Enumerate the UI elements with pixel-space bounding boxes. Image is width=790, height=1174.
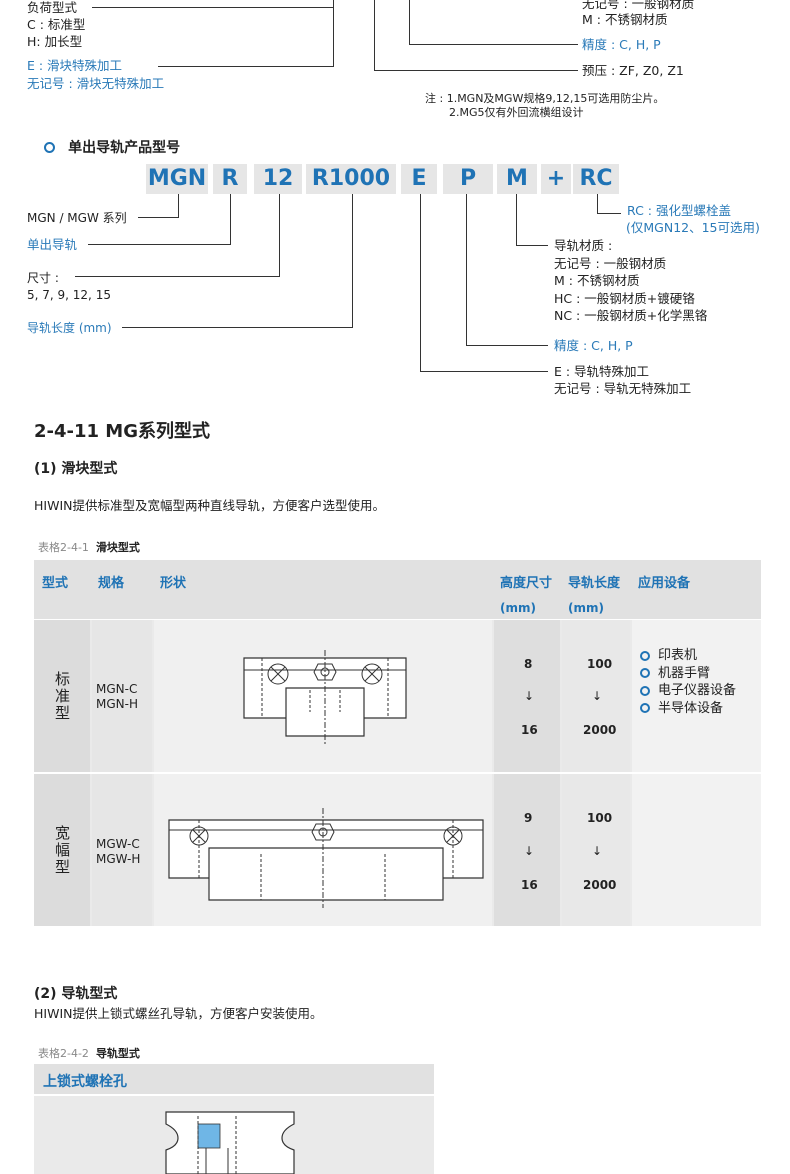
- l-max-1: 2000: [583, 723, 617, 737]
- h-max-2: 16: [521, 878, 538, 892]
- spec-mgn-h: MGN-H: [96, 697, 138, 711]
- col-shape: 形状: [160, 576, 187, 591]
- h-arrow-1: ↓: [524, 689, 535, 703]
- no-mark-steel-label: 无记号 : 一般钢材质: [582, 0, 695, 11]
- list-item: 机器手臂: [640, 665, 736, 683]
- code-p: P: [443, 164, 493, 194]
- code-series: MGN: [146, 164, 208, 194]
- type-standard: 标准型: [53, 671, 71, 722]
- col-spec: 规格: [98, 576, 125, 591]
- note-1: 注 : 1.MGN及MGW规格9,12,15可选用防尘片。: [425, 92, 665, 105]
- col-type: 型式: [42, 576, 69, 591]
- series-label: MGN / MGW 系列: [27, 211, 127, 225]
- preload-label: 预压 : ZF, Z0, Z1: [582, 63, 684, 78]
- l-arrow-1: ↓: [592, 689, 603, 703]
- l-max-2: 2000: [583, 878, 617, 892]
- code-plus: +: [541, 164, 571, 194]
- l-arrow-2: ↓: [592, 844, 603, 858]
- list-item: 印表机: [640, 647, 736, 665]
- code-size: 12: [254, 164, 302, 194]
- rail-type-subtitle: (2) 导轨型式: [34, 986, 118, 1002]
- material-2: M : 不锈钢材质: [554, 273, 640, 288]
- size-label: 尺寸 :: [27, 271, 59, 285]
- code-m: M: [497, 164, 537, 194]
- material-title: 导轨材质 :: [554, 238, 613, 253]
- note-2: 2.MG5仅有外回流横组设计: [449, 106, 584, 119]
- rc-note: (仅MGN12、15可选用): [626, 220, 760, 235]
- standard-block-drawing: [243, 650, 407, 745]
- col-app: 应用设备: [638, 576, 691, 591]
- code-e: E: [401, 164, 437, 194]
- h-min-1: 8: [524, 657, 533, 671]
- table2-header-label: 上锁式螺栓孔: [43, 1074, 127, 1090]
- sizes-value: 5, 7, 9, 12, 15: [27, 288, 111, 302]
- spec-mgw-c: MGW-C: [96, 837, 140, 851]
- rc-label: RC : 强化型螺栓盖: [627, 203, 731, 218]
- load-type-label: 负荷型式: [27, 0, 78, 15]
- table1-caption: 表格2-4-1 滑块型式: [38, 541, 140, 554]
- material-1: 无记号 : 一般钢材质: [554, 256, 667, 271]
- l-min-2: 100: [587, 811, 613, 825]
- rail-type-desc: HIWIN提供上锁式螺丝孔导轨，方便客户安装使用。: [34, 1006, 323, 1021]
- applications-list: 印表机 机器手臂 电子仪器设备 半导体设备: [640, 647, 736, 717]
- code-length: R1000: [306, 164, 396, 194]
- bullet-icon: [640, 685, 650, 696]
- type-wide: 宽幅型: [53, 825, 71, 876]
- h-long-label: H: 加长型: [27, 34, 83, 49]
- bullet-icon: [640, 703, 650, 713]
- rail-drawing: [165, 1111, 295, 1174]
- col-length-unit: (mm): [568, 601, 604, 615]
- code-rail: R: [213, 164, 247, 194]
- m-stainless-label: M : 不锈钢材质: [582, 12, 668, 27]
- block-type-desc: HIWIN提供标准型及宽幅型两种直线导轨，方便客户选型使用。: [34, 498, 385, 513]
- no-mark-block-label: 无记号 : 滑块无特殊加工: [27, 76, 165, 91]
- rail-precision-label: 精度 : C, H, P: [554, 338, 633, 353]
- material-4: NC : 一般钢材质+化学黑铬: [554, 308, 708, 323]
- wide-block-drawing: [168, 808, 484, 908]
- list-item: 电子仪器设备: [640, 682, 736, 700]
- section-title: 2-4-11 MG系列型式: [34, 421, 210, 442]
- rail-model-heading: 单出导轨产品型号: [44, 137, 180, 157]
- table2-header: [34, 1064, 434, 1094]
- col-length: 导轨长度: [568, 576, 621, 591]
- spec-mgw-h: MGW-H: [96, 852, 141, 866]
- no-mark-rail-label: 无记号 : 导轨无特殊加工: [554, 381, 692, 396]
- h-min-2: 9: [524, 811, 533, 825]
- code-rc: RC: [573, 164, 619, 194]
- l-min-1: 100: [587, 657, 613, 671]
- e-rail-label: E : 导轨特殊加工: [554, 364, 650, 379]
- bullet-icon: [640, 668, 650, 678]
- h-max-1: 16: [521, 723, 538, 737]
- spec-mgn-c: MGN-C: [96, 682, 138, 696]
- h-arrow-2: ↓: [524, 844, 535, 858]
- bullet-icon: [44, 142, 55, 153]
- material-3: HC : 一般钢材质+镀硬铬: [554, 291, 695, 306]
- table2-caption: 表格2-4-2 导轨型式: [38, 1047, 140, 1060]
- c-standard-label: C : 标准型: [27, 17, 86, 32]
- precision-label: 精度 : C, H, P: [582, 37, 661, 52]
- col-height-unit: (mm): [500, 601, 536, 615]
- block-type-subtitle: (1) 滑块型式: [34, 461, 118, 477]
- single-rail-label: 单出导轨: [27, 237, 78, 252]
- bullet-icon: [640, 650, 650, 661]
- rail-length-label: 导轨长度 (mm): [27, 321, 112, 335]
- list-item: 半导体设备: [640, 700, 736, 718]
- col-height: 高度尺寸: [500, 576, 553, 591]
- table1-header-row: [34, 560, 761, 619]
- e-block-label: E : 滑块特殊加工: [27, 58, 123, 73]
